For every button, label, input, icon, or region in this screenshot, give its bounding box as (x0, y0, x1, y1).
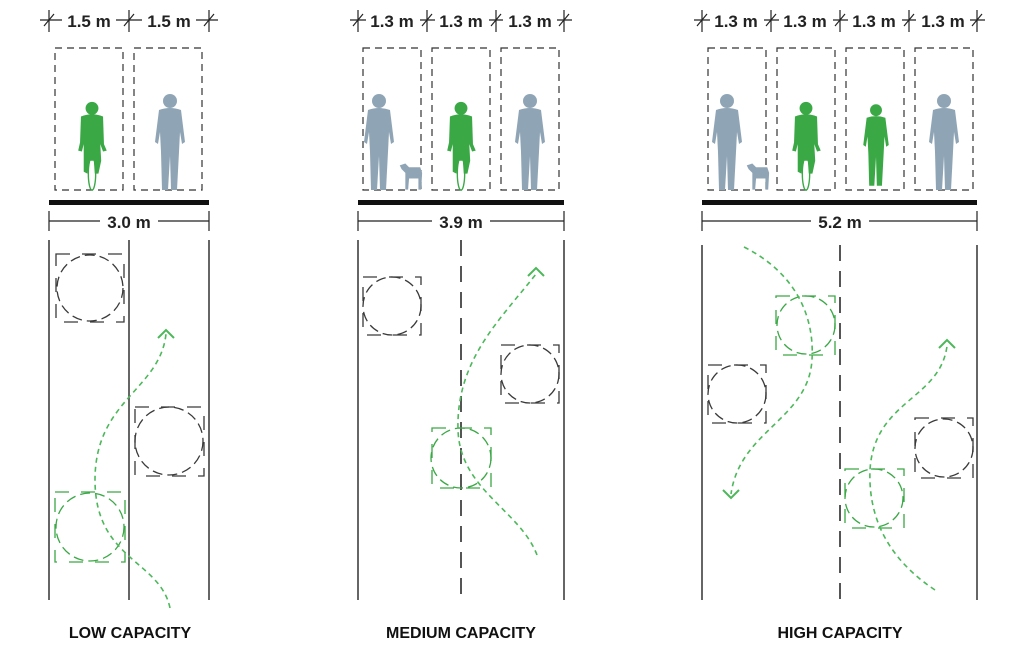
lane-width-label: 1.3 m (370, 12, 413, 31)
cyclist-icon (791, 101, 822, 191)
panel-low-capacity: 1.5 m 1.5 m 3.0 m LOW CAPACITY (40, 8, 218, 642)
cyclist-footprint (54, 491, 126, 563)
user-space-box (914, 47, 974, 191)
total-width-dimension: 3.0 m (48, 209, 210, 233)
lane-width-dimensions: 1.3 m 1.3 m 1.3 m 1.3 m (694, 8, 985, 32)
cyclist-footprint (775, 295, 836, 356)
pedestrian-footprint (55, 253, 125, 323)
arrow-up-icon (157, 328, 175, 339)
arrow-up-icon (938, 338, 956, 349)
panel-title: LOW CAPACITY (69, 625, 192, 642)
panel-medium-capacity: 1.3 m 1.3 m 1.3 m 3.9 m MEDIUM CAPACITY (350, 8, 572, 642)
lane-width-label: 1.3 m (783, 12, 826, 31)
user-space-box (133, 47, 203, 191)
lane-width-dimensions: 1.5 m 1.5 m (40, 8, 218, 32)
panel-high-capacity: 1.3 m 1.3 m 1.3 m 1.3 m 5.2 m H (694, 8, 985, 642)
cyclist-path (457, 273, 538, 556)
pedestrian-green-icon (863, 104, 889, 186)
guide-dog-icon (746, 163, 770, 190)
pedestrian-icon (712, 94, 742, 190)
total-width-dimension: 5.2 m (701, 209, 978, 233)
user-space-box (500, 47, 560, 191)
total-width-dimension: 3.9 m (357, 209, 565, 233)
total-width-label: 3.9 m (439, 213, 482, 232)
cyclist-path (94, 333, 171, 609)
pedestrian-icon (364, 94, 394, 190)
cyclist-path (730, 246, 813, 495)
lane-width-label: 1.3 m (852, 12, 895, 31)
user-space-box (54, 47, 124, 191)
lane-width-label: 1.3 m (508, 12, 551, 31)
cyclist-icon (446, 101, 477, 191)
panel-title: HIGH CAPACITY (777, 625, 902, 642)
ground-bar (702, 200, 977, 205)
pedestrian-footprint (914, 417, 974, 479)
total-width-label: 3.0 m (107, 213, 150, 232)
pedestrian-footprint (134, 406, 205, 477)
lane-width-label: 1.3 m (714, 12, 757, 31)
lane-width-label: 1.3 m (921, 12, 964, 31)
pedestrian-footprint (500, 344, 560, 404)
arrow-down-icon (722, 489, 740, 500)
pedestrian-icon (929, 94, 959, 190)
panel-title: MEDIUM CAPACITY (386, 625, 536, 642)
total-width-label: 5.2 m (818, 213, 861, 232)
cyclist-footprint (844, 468, 905, 529)
lane-width-dimensions: 1.3 m 1.3 m 1.3 m (350, 8, 572, 32)
user-space-box (362, 47, 422, 191)
lane-width-label: 1.5 m (67, 12, 110, 31)
pedestrian-icon (515, 94, 545, 190)
pedestrian-footprint (707, 364, 767, 424)
user-space-box (707, 47, 767, 191)
lane-width-label: 1.5 m (147, 12, 190, 31)
ground-bar (49, 200, 209, 205)
arrow-up-icon (527, 266, 545, 277)
cyclist-footprint (430, 427, 492, 489)
pedestrian-footprint (362, 276, 422, 336)
ground-bar (358, 200, 564, 205)
lane-width-label: 1.3 m (439, 12, 482, 31)
pedestrian-icon (155, 94, 185, 190)
user-space-box (845, 47, 905, 191)
guide-dog-icon (399, 163, 423, 190)
cyclist-icon (77, 101, 108, 191)
cyclist-path (869, 345, 948, 591)
